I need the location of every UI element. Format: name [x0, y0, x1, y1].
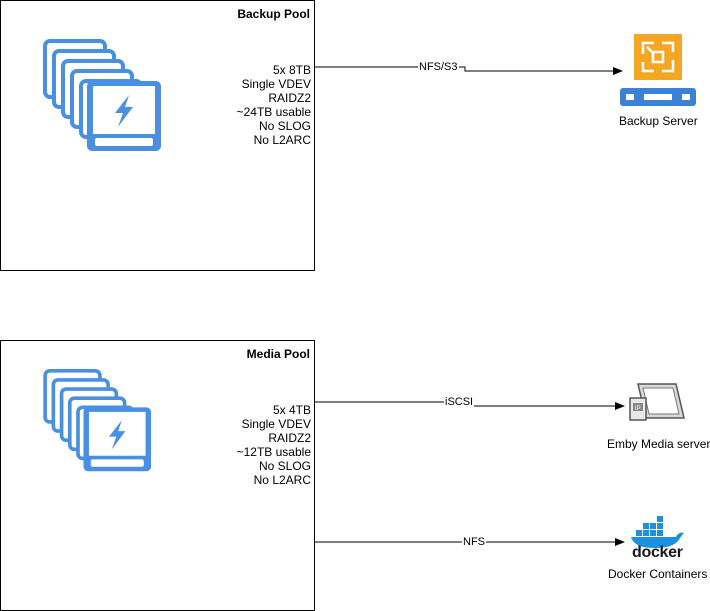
spec-line: No L2ARC — [253, 133, 311, 147]
docker-containers-label: Docker Containers — [608, 567, 708, 581]
spec-line: Single VDEV — [241, 77, 311, 91]
spec-line: No SLOG — [258, 119, 311, 133]
spec-line: ~24TB usable — [236, 105, 311, 119]
edge-backup-line — [315, 66, 623, 75]
emby-server-label: Emby Media server — [607, 437, 710, 451]
edge-label-nfs-s3: NFS/S3 — [418, 61, 459, 73]
edge-label-nfs: NFS — [462, 536, 486, 548]
spec-line: RAIDZ2 — [268, 431, 311, 445]
backup-pool-title: Backup Pool — [237, 7, 310, 21]
backup-disk-stack-icon — [43, 39, 165, 159]
spec-line: ~12TB usable — [236, 445, 311, 459]
spec-line: No L2ARC — [253, 473, 311, 487]
spec-line: 5x 4TB — [272, 403, 311, 417]
spec-line: RAIDZ2 — [268, 91, 311, 105]
media-pool-box: Media Pool 5x 4TB Single VDEV RAIDZ2 ~12… — [0, 340, 315, 611]
media-server-icon: IP — [628, 378, 686, 431]
edge-label-iscsi: iSCSI — [444, 396, 475, 408]
backup-pool-box: Backup Pool 5x 8TB Single VDEV RAIDZ2 ~2… — [0, 0, 315, 271]
veeam-icon — [634, 34, 682, 85]
spec-line: No SLOG — [258, 459, 311, 473]
server-rack-icon — [620, 86, 696, 113]
spec-line: Single VDEV — [241, 417, 311, 431]
media-disk-stack-icon — [43, 369, 155, 479]
backup-server-label: Backup Server — [619, 114, 698, 128]
svg-text:IP: IP — [635, 406, 641, 412]
media-pool-specs: 5x 4TB Single VDEV RAIDZ2 ~12TB usable N… — [237, 403, 311, 487]
docker-icon — [628, 516, 688, 553]
media-pool-title: Media Pool — [246, 347, 310, 361]
backup-pool-specs: 5x 8TB Single VDEV RAIDZ2 ~24TB usable N… — [237, 63, 311, 147]
docker-logo-text: docker — [632, 544, 683, 561]
spec-line: 5x 8TB — [272, 63, 311, 77]
